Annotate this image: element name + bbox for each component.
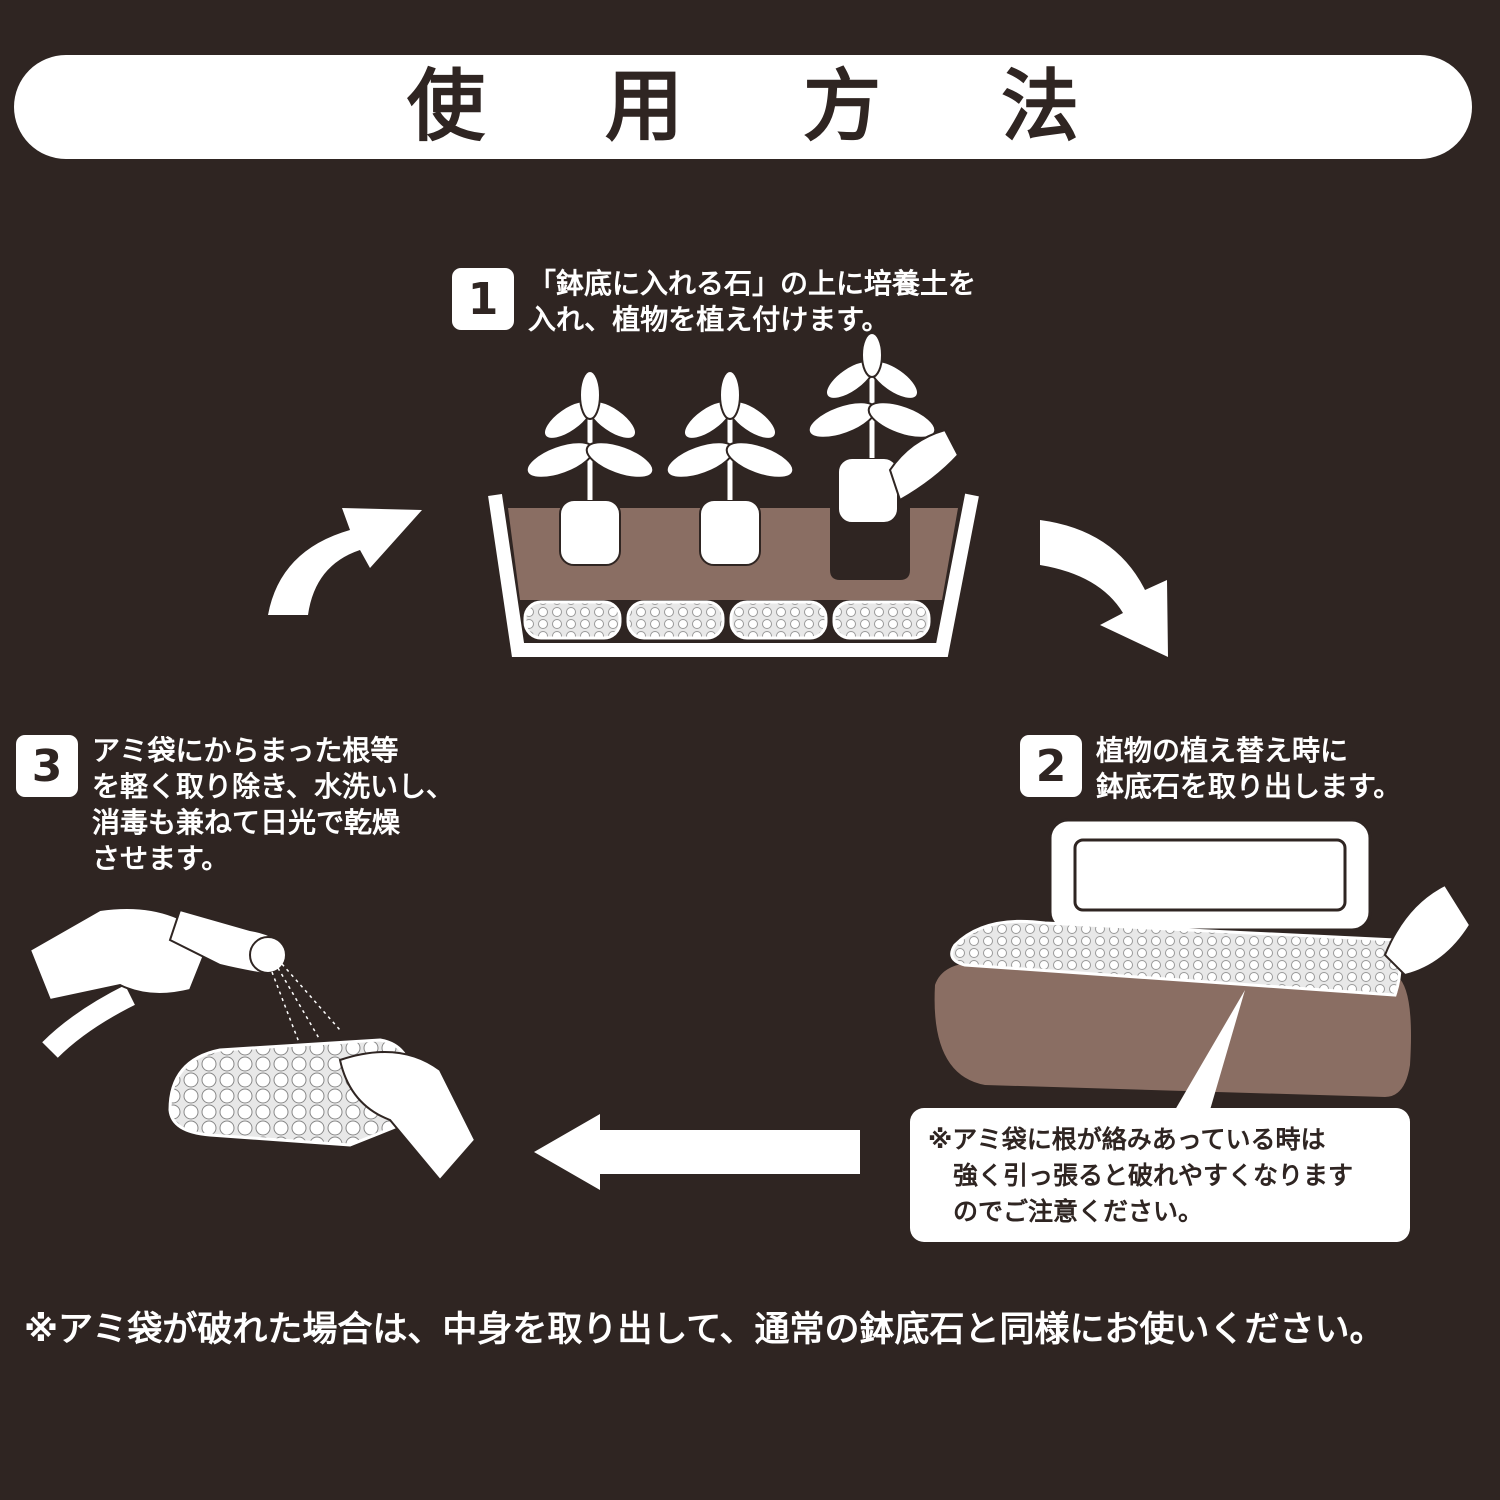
planter-illustration — [488, 332, 979, 657]
removal-illustration — [934, 818, 1470, 1110]
step-1: 1 「鉢底に入れる石」の上に培養土を 入れ、植物を植え付けます。 — [452, 266, 976, 338]
hand-icon — [888, 428, 960, 502]
step-3-badge: 3 — [16, 735, 78, 797]
page-title: 使用方法 — [406, 62, 1199, 152]
step-2: 2 植物の植え替え時に 鉢底石を取り出します。 — [1020, 733, 1401, 805]
step-3: 3 アミ袋にからまった根等 を軽く取り除き、水洗いし、 消毒も兼ねて日光で乾燥 … — [16, 733, 454, 877]
plant-icon — [525, 370, 655, 566]
washing-illustration — [28, 907, 477, 1182]
step-2-text: 植物の植え替え時に 鉢底石を取り出します。 — [1096, 734, 1402, 803]
hand-icon — [1383, 883, 1470, 977]
arrow-step3-to-1-icon — [268, 508, 422, 615]
step-1-badge: 1 — [452, 268, 514, 330]
step-3-text: アミ袋にからまった根等 を軽く取り除き、水洗いし、 消毒も兼ねて日光で乾燥 させ… — [92, 734, 455, 875]
plant-icon — [665, 370, 795, 566]
arrow-step2-to-3-icon — [534, 1114, 860, 1190]
arrow-step1-to-2-icon — [1040, 520, 1168, 657]
hand-icon — [338, 1051, 477, 1182]
step-2-badge: 2 — [1020, 735, 1082, 797]
title-bar: 使用方法 — [14, 55, 1472, 159]
caution-note: ※アミ袋に根が絡みあっている時は 強く引っ張ると破れやすくなります のでご注意く… — [910, 1108, 1410, 1242]
footer-note: ※アミ袋が破れた場合は、中身を取り出して、通常の鉢底石と同様にお使いください。 — [24, 1310, 1385, 1350]
plant-icon — [807, 332, 937, 524]
step-1-text: 「鉢底に入れる石」の上に培養土を 入れ、植物を植え付けます。 — [528, 267, 977, 336]
